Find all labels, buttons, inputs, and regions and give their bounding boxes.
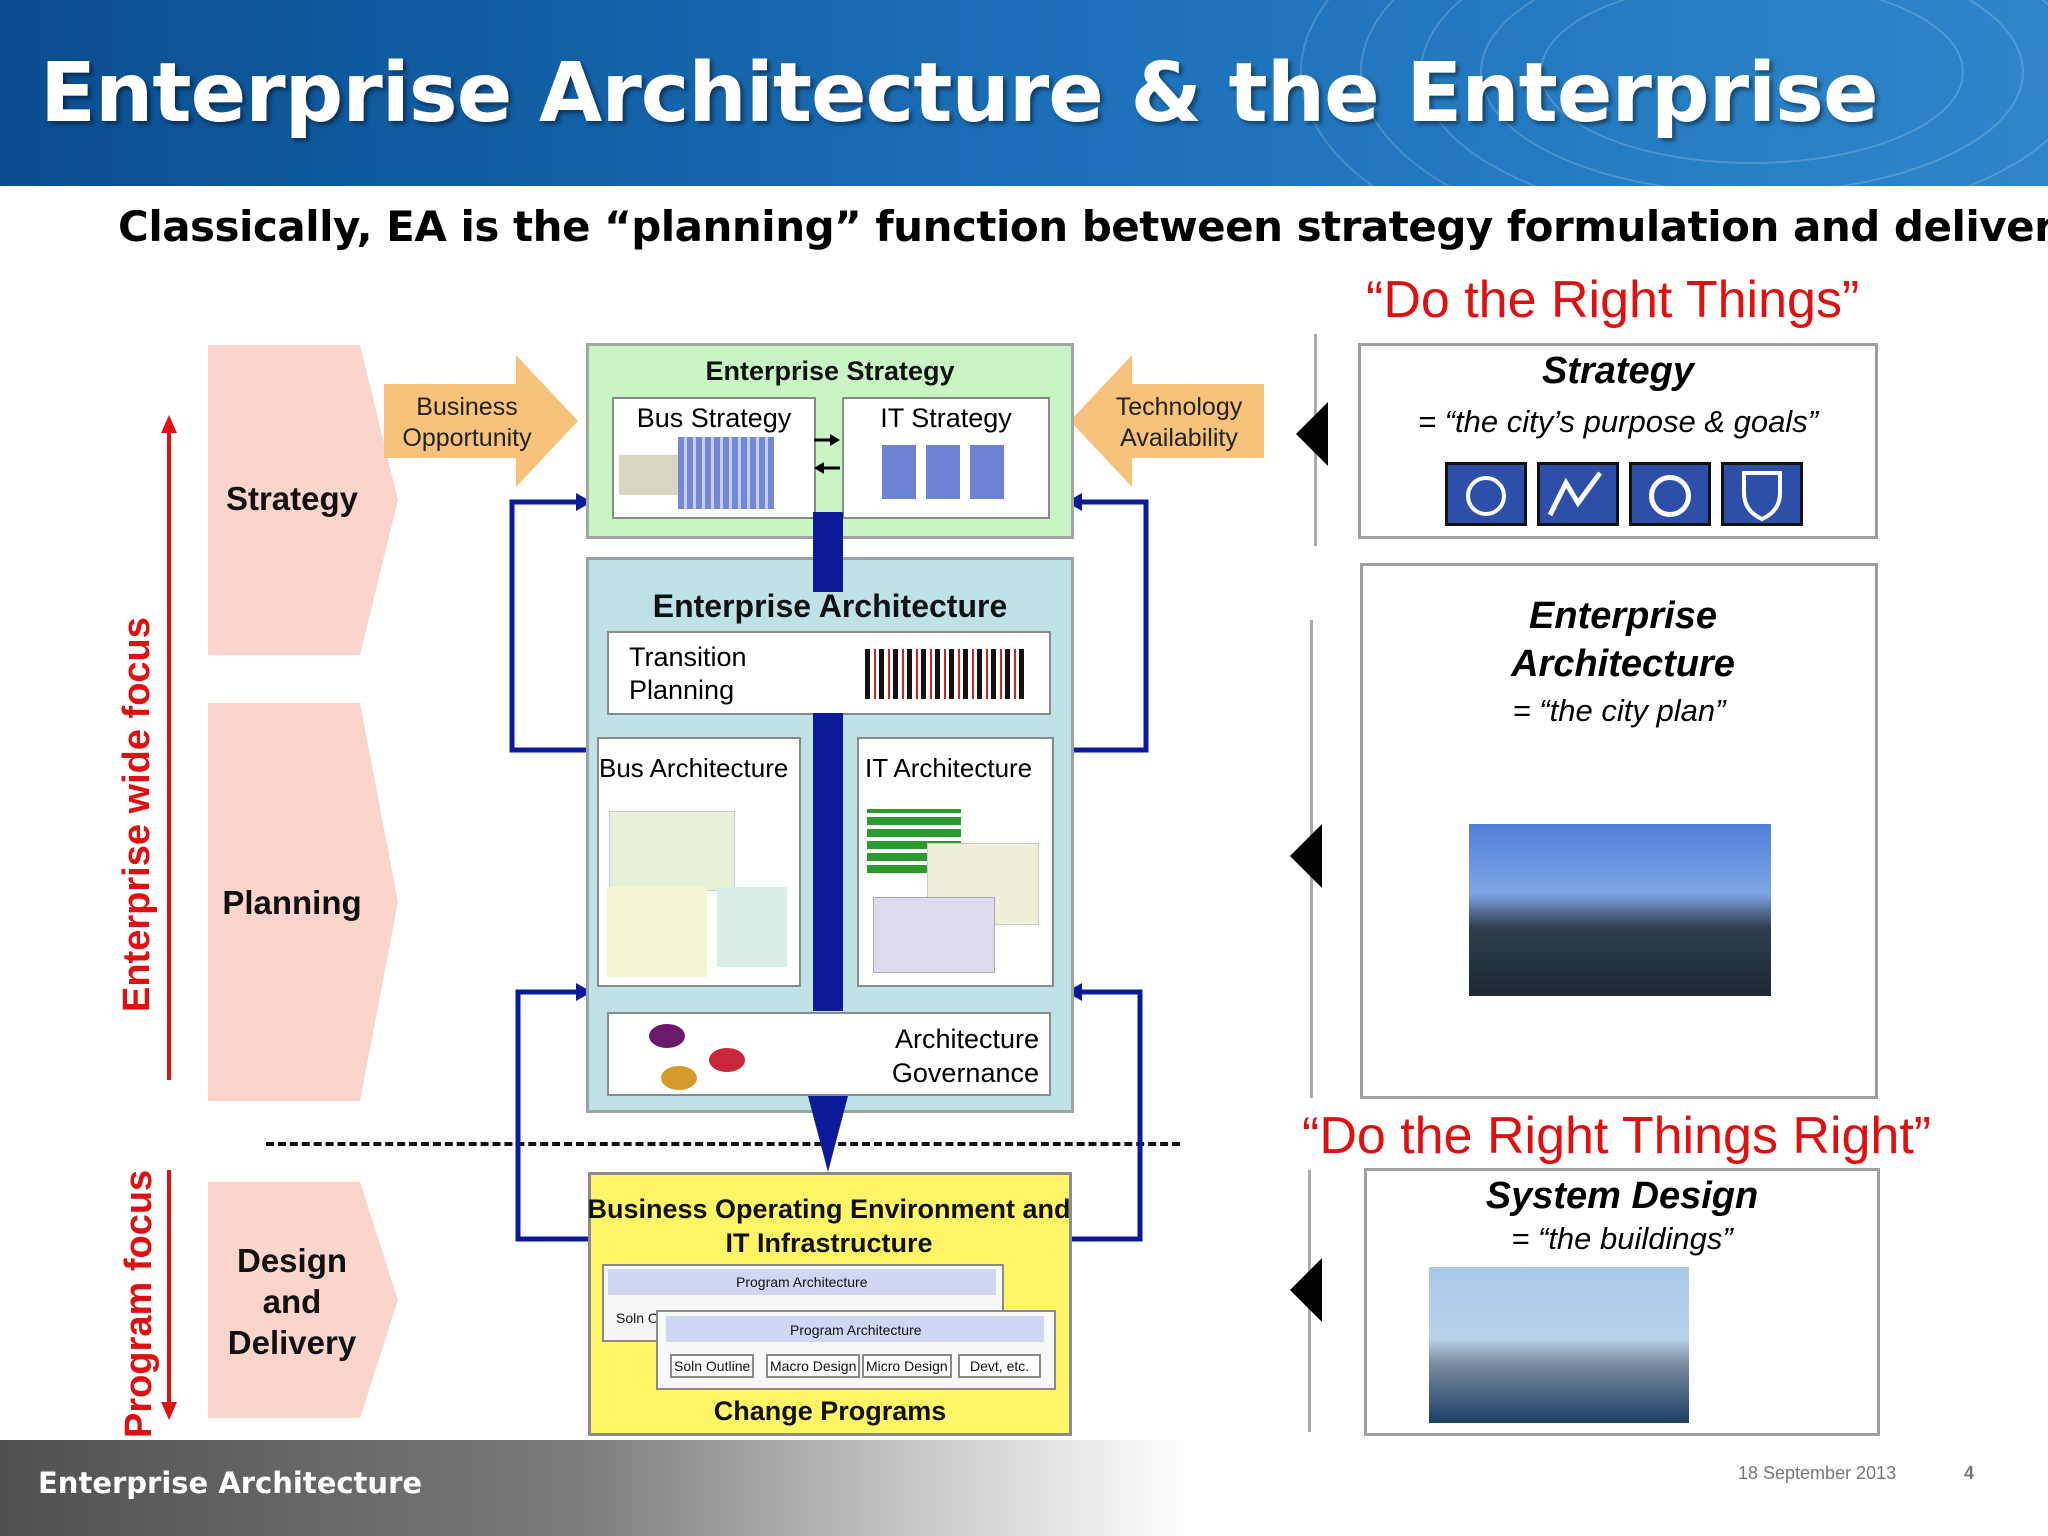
quote-right-things: “Do the Right Things”: [1366, 271, 1860, 329]
change-programs-label: Change Programs: [713, 1396, 947, 1426]
it-strategy-label: IT Strategy: [880, 403, 1012, 433]
system-design-panel: System Design = “the buildings”: [1364, 1168, 1880, 1436]
step-devt: Devt, etc.: [958, 1354, 1042, 1378]
central-pipe-mid: [813, 713, 843, 1011]
enterprise-focus-label: Enterprise wide focus: [116, 617, 158, 1012]
footer-date: 18 September 2013: [1738, 1463, 1897, 1483]
stopwatch-icon: [1629, 462, 1711, 526]
governance-icon-3: [661, 1066, 697, 1090]
system-design-desc: = “the buildings”: [1511, 1221, 1733, 1256]
step-micro-design: Micro Design: [862, 1354, 952, 1378]
it-architecture-box: IT Architecture: [857, 737, 1054, 987]
chevron-design-delivery: [208, 1182, 398, 1418]
strategy-panel: Strategy = “the city’s purpose & goals”: [1358, 343, 1878, 539]
bus-strategy-box: Bus Strategy: [612, 397, 816, 519]
governance-icon-2: [709, 1048, 745, 1072]
building-icon: [717, 887, 787, 967]
footer-bar: [0, 1440, 2048, 1536]
transition-planning-label: Transition Planning: [629, 642, 747, 705]
feedback-arrows: [509, 493, 1149, 1242]
bus-architecture-model: [607, 887, 707, 977]
program-card-front: Program Architecture Soln Outline Macro …: [656, 1310, 1056, 1390]
program-header-front: [666, 1316, 1044, 1342]
enterprise-strategy-title: Enterprise Strategy: [705, 356, 955, 386]
downward-arrow: [808, 1096, 848, 1172]
chart-up-icon: [1537, 462, 1619, 526]
program-header-back: [608, 1269, 996, 1295]
program-architecture-front: Program Architecture: [790, 1322, 922, 1338]
chevron-planning-label: Planning: [222, 884, 362, 921]
opera-house-photo: [1429, 1267, 1689, 1423]
step-macro-design: Macro Design: [766, 1354, 861, 1378]
it-strategy-box: IT Strategy: [842, 397, 1050, 519]
quote-right-things-right: “Do the Right Things Right”: [1302, 1107, 1932, 1165]
ea-panel-title: Enterprise Architecture: [1511, 595, 1735, 685]
chevron-design-delivery-label: Design and Delivery: [227, 1242, 357, 1361]
footer-page-number: 4: [1964, 1463, 1975, 1483]
title-banner: [0, 0, 2048, 186]
pointer-ea: [1290, 824, 1322, 888]
enterprise-architecture-title: Enterprise Architecture: [652, 588, 1008, 624]
it-architecture-screen: [873, 897, 995, 973]
architecture-governance-box: Architecture Governance: [607, 1012, 1051, 1096]
bus-architecture-label: Bus Architecture: [599, 753, 789, 783]
footer-label: Enterprise Architecture: [38, 1466, 423, 1500]
slide-subtitle: Classically, EA is the “planning” functi…: [118, 202, 2048, 251]
slide-title: Enterprise Architecture & the Enterprise: [40, 46, 1879, 141]
business-opportunity-label: Business Opportunity: [402, 393, 532, 452]
business-environment-title: Business Operating Environment and IT In…: [587, 1194, 1071, 1258]
chevron-strategy: [208, 345, 398, 655]
transition-planning-diagram: [865, 649, 1025, 699]
transition-planning-box: Transition Planning: [607, 631, 1051, 715]
bus-architecture-diagram: [609, 811, 735, 891]
it-architecture-label: IT Architecture: [865, 753, 1033, 783]
it-strategy-thumbnail: [882, 445, 1012, 499]
pointer-strategy: [1296, 402, 1328, 466]
bus-architecture-box: Bus Architecture: [597, 737, 801, 987]
technology-availability-label: Technology Availability: [1115, 393, 1243, 452]
step-soln-outline: Soln Outline: [670, 1354, 755, 1378]
system-design-title: System Design: [1485, 1175, 1759, 1217]
focus-arrows: [161, 415, 177, 1420]
shield-icon: [1721, 462, 1803, 526]
bus-strategy-thumbnail: [678, 437, 774, 509]
bus-strategy-label: Bus Strategy: [636, 403, 792, 433]
ea-panel: Enterprise Architecture = “the city plan…: [1360, 563, 1878, 1099]
city-skyline-photo: [1469, 824, 1771, 996]
soln-outline-short: Soln O: [616, 1310, 659, 1326]
program-architecture-back: Program Architecture: [736, 1274, 868, 1290]
pointer-system-design: [1290, 1258, 1322, 1322]
divider-line: [266, 1142, 1180, 1146]
program-focus-label: Program focus: [118, 1169, 160, 1438]
strategy-exchange-arrows: [814, 434, 840, 474]
governance-icon-1: [649, 1024, 685, 1048]
strategy-panel-title: Strategy: [1541, 350, 1695, 392]
central-pipe-top: [813, 557, 843, 592]
chevron-planning: [208, 703, 398, 1101]
architecture-governance-label: Architecture Governance: [891, 1024, 1039, 1088]
target-icon: [1445, 462, 1527, 526]
strategy-panel-desc: = “the city’s purpose & goals”: [1417, 404, 1819, 439]
ea-panel-desc: = “the city plan”: [1512, 693, 1726, 728]
chevron-strategy-label: Strategy: [225, 480, 359, 517]
